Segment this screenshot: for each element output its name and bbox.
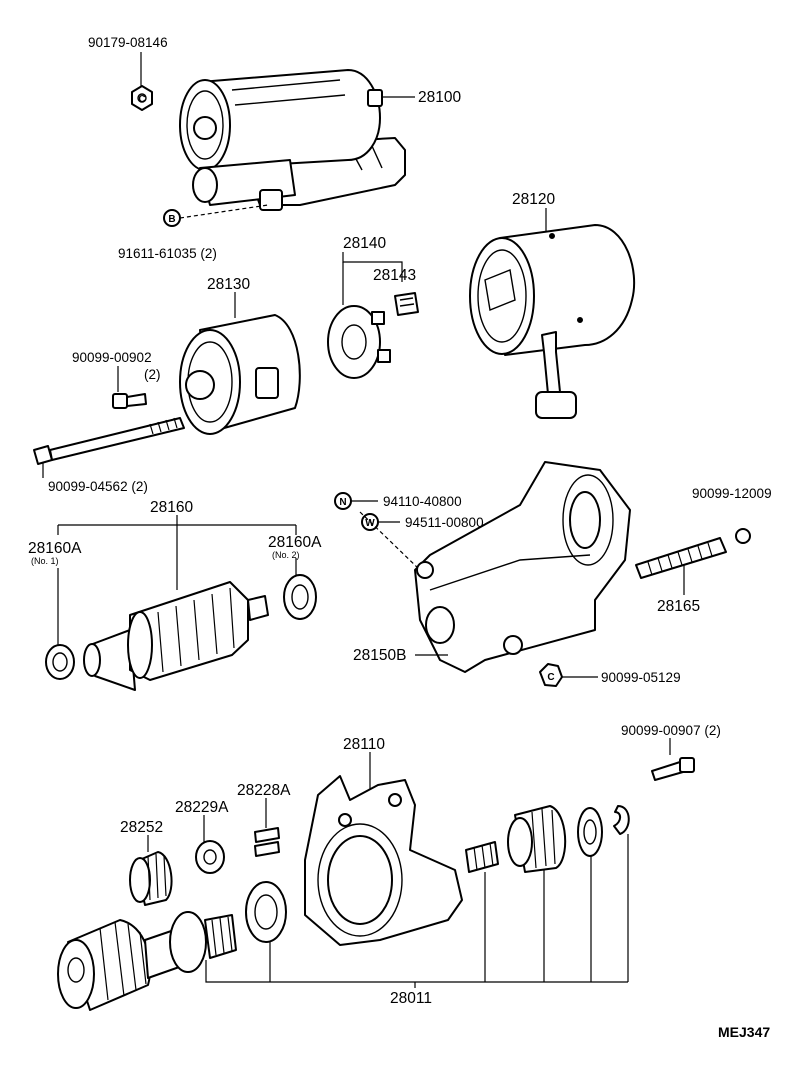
label-90099-12009: 90099-12009 (692, 486, 772, 501)
label-28160A-no2-note: (No. 2) (272, 550, 300, 560)
label-28160: 28160 (150, 499, 193, 516)
end-frame-28130 (179, 292, 301, 435)
spring-28165 (635, 537, 727, 595)
label-28120: 28120 (512, 191, 555, 208)
bearing-28160A-no2 (283, 574, 317, 620)
starter-assembly-28100 (179, 69, 415, 211)
callout-b: B (163, 209, 181, 227)
label-91611-61035: 91611-61035 (2) (118, 246, 217, 261)
brush-spring-28143 (394, 292, 419, 316)
ring-90099-12009 (735, 528, 751, 544)
label-28252: 28252 (120, 819, 163, 836)
svg-text:C: C (138, 94, 145, 105)
label-28160A-no1-note: (No. 1) (31, 556, 59, 566)
nut-90179-08146 (131, 52, 153, 111)
label-28228A: 28228A (237, 782, 291, 799)
label-94110-40800: 94110-40800 (383, 494, 462, 509)
collar-28011 (577, 807, 603, 857)
label-90099-00902-qty: (2) (144, 367, 161, 382)
callout-n: N (334, 492, 378, 510)
pins-28228A (254, 798, 280, 857)
pinion-gear-28011 (507, 805, 567, 873)
yoke-28120 (469, 208, 636, 419)
label-28100: 28100 (418, 89, 461, 106)
label-28130: 28130 (207, 276, 250, 293)
armature-bracket-28160 (57, 515, 297, 648)
label-94511-00800: 94511-00800 (405, 515, 484, 530)
label-28143: 28143 (373, 267, 416, 284)
label-90099-04562: 90099-04562 (2) (48, 479, 148, 494)
drive-clutch-28011 (57, 911, 237, 1011)
through-bolt-90099-04562 (33, 417, 185, 478)
label-90099-00907: 90099-00907 (2) (621, 723, 721, 738)
callout-w: W (361, 513, 400, 531)
washer-28011 (245, 881, 287, 943)
screw-90099-00907 (651, 738, 695, 781)
nut-callout-c-top: C (138, 94, 145, 105)
svg-text:N: N (339, 497, 346, 508)
label-28229A: 28229A (175, 799, 229, 816)
brush-holder-28140 (327, 252, 403, 379)
bracket-28011 (205, 834, 629, 988)
spring-28011 (465, 841, 499, 873)
svg-text:B: B (168, 214, 175, 225)
label-28160A-no1: 28160A (28, 540, 82, 557)
svg-text:C: C (547, 672, 554, 683)
label-90099-05129: 90099-05129 (601, 670, 681, 685)
label-28140: 28140 (343, 235, 386, 252)
label-28110: 28110 (343, 736, 385, 753)
diagram-code: MEJ347 (718, 1024, 770, 1040)
label-28160A-no2: 28160A (268, 534, 322, 551)
gear-28252 (129, 835, 173, 906)
nut-90099-05129: C (539, 663, 598, 687)
label-28011: 28011 (390, 990, 432, 1007)
housing-28150B (414, 461, 631, 673)
label-28150B: 28150B (353, 647, 406, 664)
label-90099-00902: 90099-00902 (72, 350, 152, 365)
drive-housing-28110 (304, 752, 463, 946)
bearing-28160A-no1 (45, 644, 75, 680)
label-90179-08146: 90179-08146 (88, 35, 168, 50)
retainer-28229A (195, 815, 225, 874)
screw-90099-00902 (112, 366, 147, 409)
snap-ring-28011 (613, 805, 630, 835)
svg-text:W: W (365, 518, 375, 529)
label-28165: 28165 (657, 598, 700, 615)
armature-28160 (83, 581, 269, 691)
